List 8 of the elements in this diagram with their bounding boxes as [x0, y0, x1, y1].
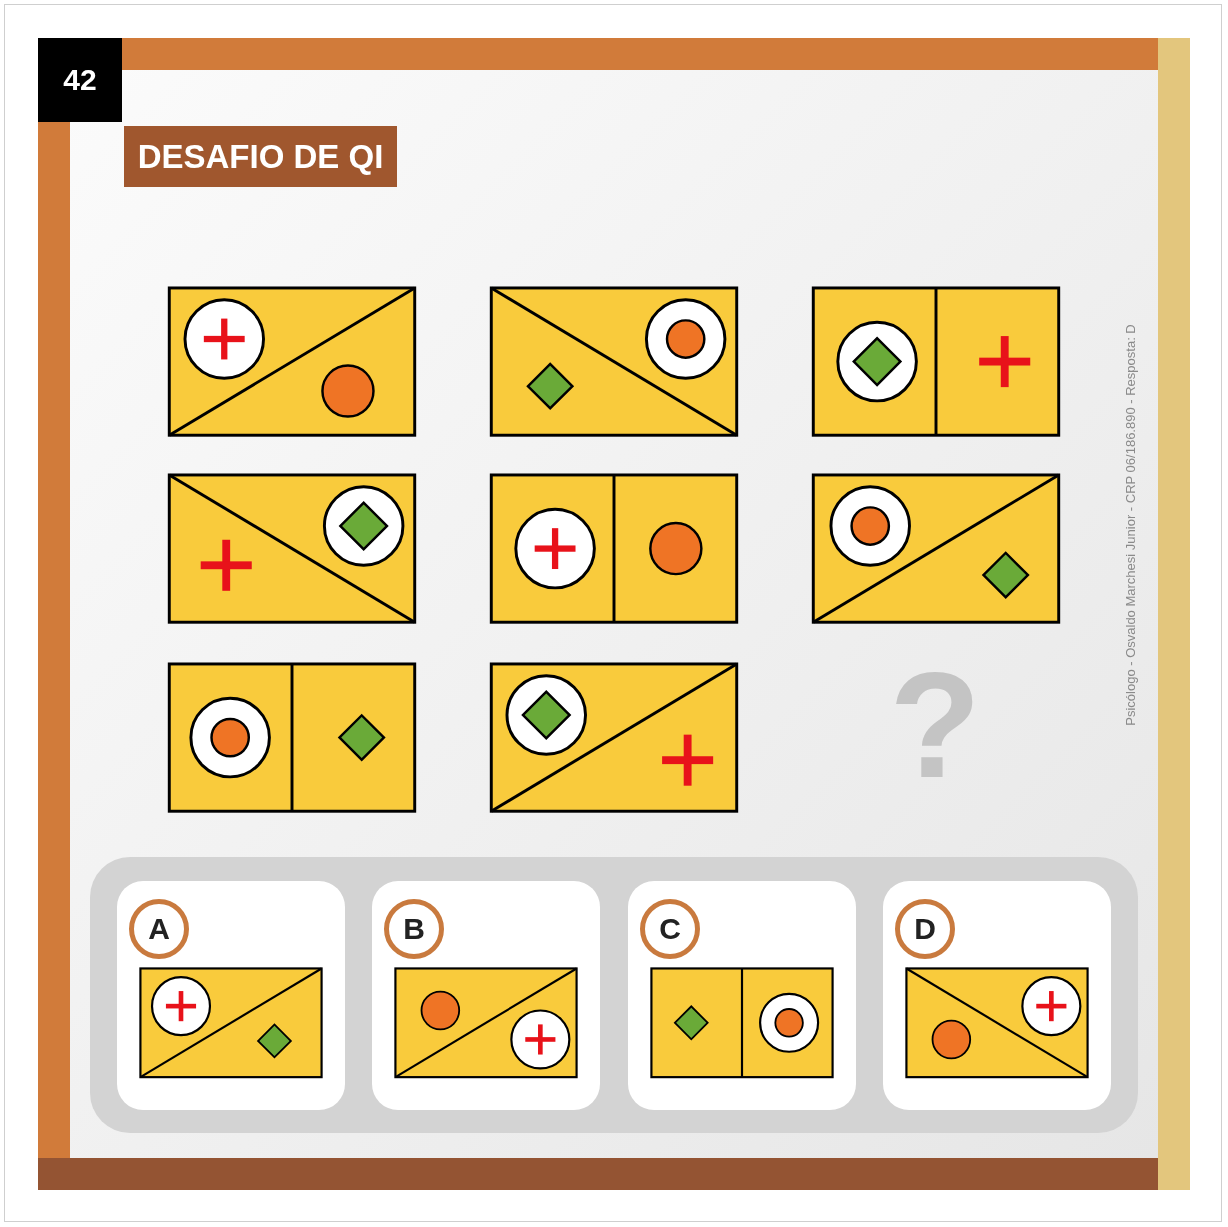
question-mark: ? [888, 650, 982, 800]
option-letter: A [129, 899, 189, 959]
title-banner: DESAFIO DE QI [124, 126, 397, 187]
option-letter: B [384, 899, 444, 959]
credit-text: Psicólogo - Osvaldo Marchesi Junior - CRP 06/186.890 - Resposta: D [1122, 324, 1138, 726]
option-letter: C [640, 899, 700, 959]
option-letter: D [895, 899, 955, 959]
puzzle-number: 42 [38, 38, 122, 122]
